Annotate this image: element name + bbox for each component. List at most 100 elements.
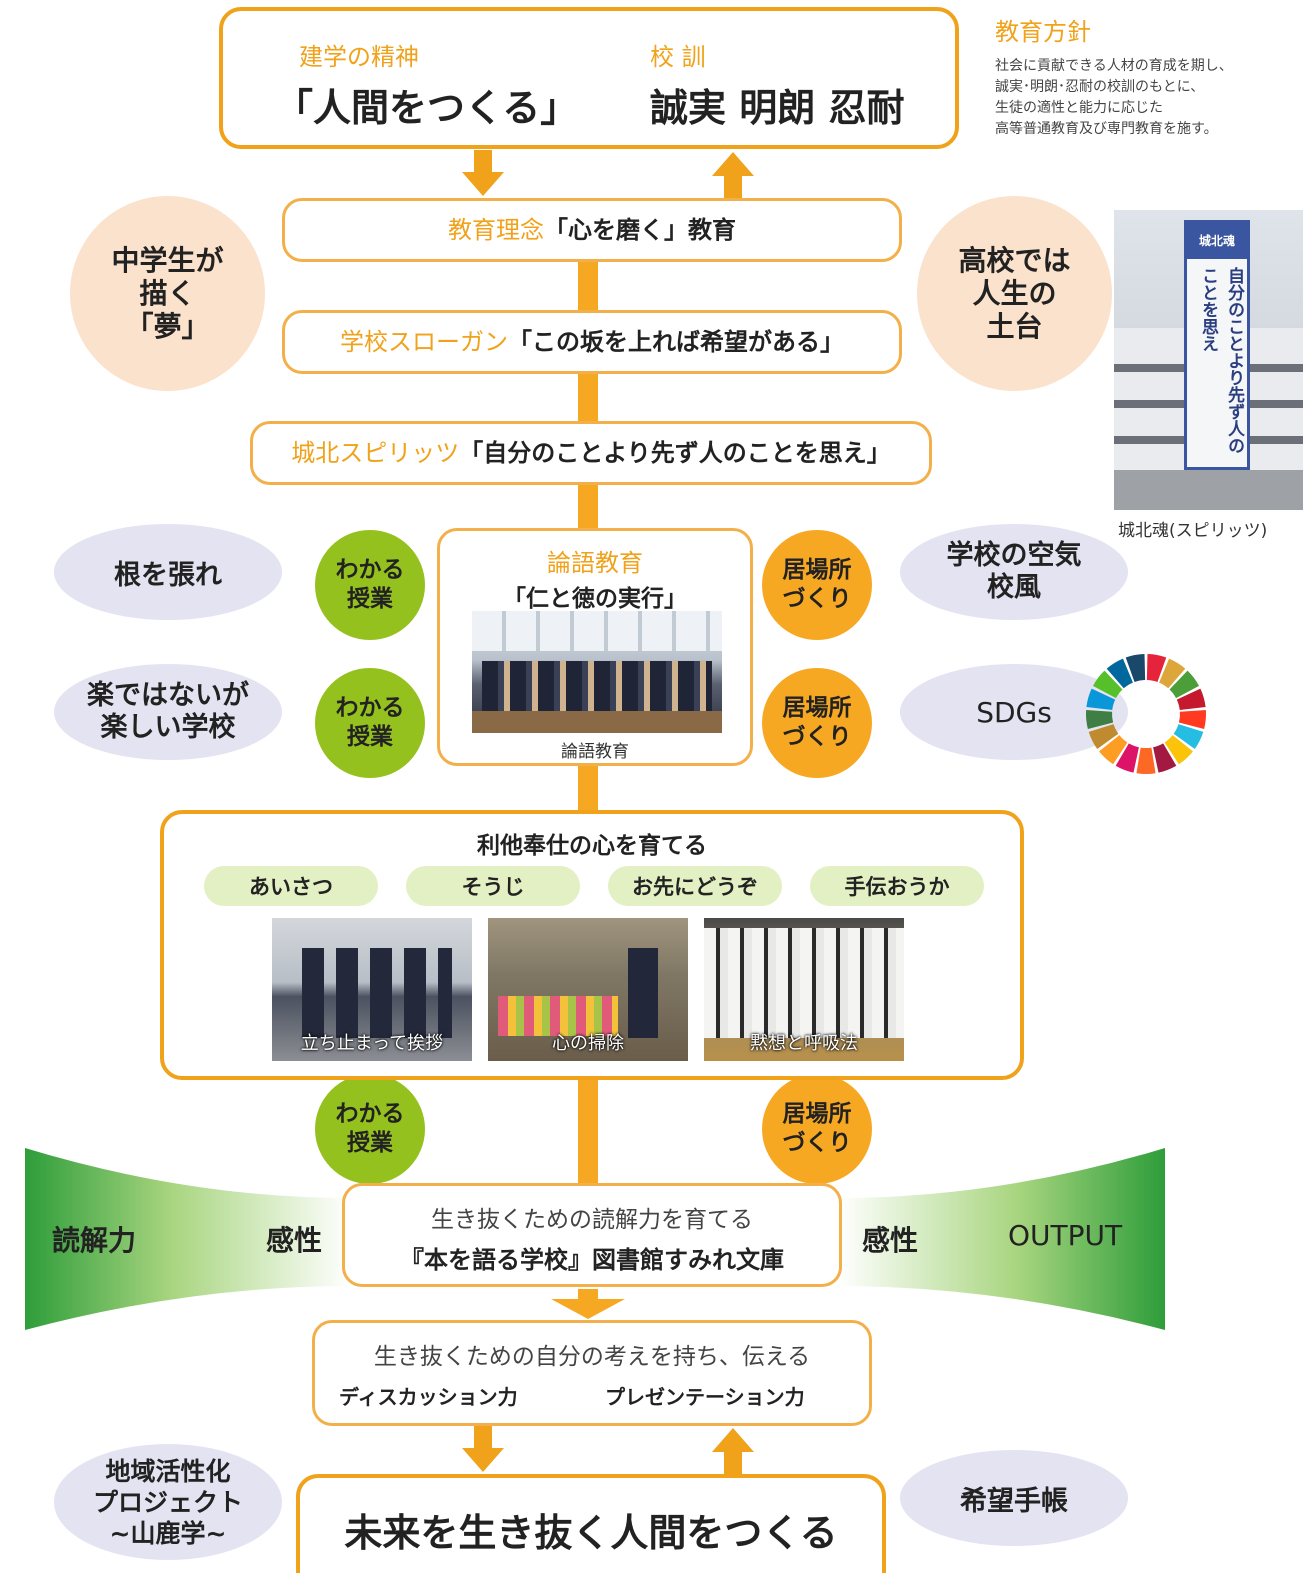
sdgs-segment [1164, 735, 1193, 765]
badge-line: わかる [335, 557, 405, 583]
flow-bar [578, 480, 598, 528]
motto-label: 校 訓 [650, 43, 706, 71]
policy-title: 教育方針 [995, 18, 1091, 46]
badge-line: わかる [335, 695, 405, 721]
dream-line: 描く [139, 277, 196, 310]
rongo-photo-window [472, 611, 722, 651]
spirit-label: 建学の精神 [299, 43, 419, 71]
meditation-photo-rows [704, 928, 904, 1038]
policy-line: 誠実･明朗･忍耐の校訓のもとに、 [995, 79, 1205, 95]
arrow-down-icon [462, 150, 504, 196]
slogan-label: 学校スローガン [340, 328, 508, 356]
community-line: ~山鹿学~ [109, 1518, 227, 1548]
sdgs-segment [1169, 670, 1200, 699]
place-badge: 居場所づくり [762, 1074, 872, 1184]
foundation-line: 高校では [958, 244, 1071, 277]
sdgs-segment [1115, 743, 1139, 773]
badge-line: 居場所 [782, 695, 852, 721]
reading-right-outer: OUTPUT [1008, 1219, 1123, 1252]
ground [1114, 470, 1303, 510]
cleaning-photo: 心の掃除 [488, 918, 688, 1061]
reading-box: 生き抜くための読解力を育てる 『本を語る学校』図書館すみれ文庫 [342, 1183, 842, 1287]
fun-school-line: 楽しい学校 [100, 712, 236, 743]
cleaning-photo-caption: 心の掃除 [552, 1033, 624, 1054]
founding-spirit-box: 建学の精神 「人間をつくる」 校 訓 誠実 明朗 忍耐 [219, 7, 959, 149]
badge-line: づくり [782, 724, 852, 750]
sdgs-segment [1178, 709, 1206, 729]
meditation-photo: 黙想と呼吸法 [704, 918, 904, 1061]
building-photo: 城北魂 自分のことより先ず人のことを思え [1114, 210, 1303, 510]
sdgs-segment [1086, 709, 1114, 729]
flow-bar [578, 255, 598, 315]
sdgs-segment [1159, 658, 1186, 689]
dream-line: 中学生が [111, 244, 224, 277]
greeting-photo: 立ち止まって挨拶 [272, 918, 472, 1061]
rongo-photo [472, 611, 722, 733]
roots-oval: 根を張れ [54, 524, 282, 620]
fun-school-oval: 楽ではないが 楽しい学校 [54, 664, 282, 760]
atmosphere-line: 校風 [987, 572, 1041, 603]
foundation-circle: 高校では 人生の 土台 [917, 196, 1112, 391]
rongo-subtitle: 「仁と徳の実行」 [503, 586, 687, 612]
sdgs-segment [1153, 743, 1177, 773]
sdgs-segment [1106, 658, 1133, 689]
pill-cleaning: そうじ [406, 866, 580, 906]
building-photo-caption: 城北魂(スピリッツ) [1118, 521, 1268, 541]
policy-line: 社会に貢献できる人材の育成を期し、 [995, 58, 1233, 74]
arrow-up-icon [712, 152, 754, 198]
sdgs-segment [1136, 747, 1156, 774]
understand-badge: わかる授業 [315, 1074, 425, 1184]
philosophy-value: 「心を磨く」教育 [544, 216, 736, 244]
sdgs-segment [1099, 735, 1128, 765]
badge-line: 授業 [347, 1130, 393, 1156]
spirits-label: 城北スピリッツ [291, 439, 460, 467]
sign-header: 城北魂 [1187, 223, 1247, 259]
slogan-value: 「この坂を上れば希望がある」 [508, 328, 844, 356]
policy-line: 生徒の適性と能力に応じた [995, 100, 1163, 116]
policy-text: 社会に貢献できる人材の育成を期し、 誠実･明朗･忍耐の校訓のもとに、 生徒の適性… [995, 56, 1233, 140]
dream-circle: 中学生が 描く 「夢」 [70, 196, 265, 391]
atmosphere-oval: 学校の空気 校風 [900, 524, 1128, 620]
goal-text: 未来を生き抜く人間をつくる [344, 1511, 838, 1555]
motto-value: 誠実 明朗 忍耐 [650, 86, 905, 130]
sdgs-segment [1176, 688, 1206, 711]
spirits-value: 「自分のことより先ず人のことを思え」 [459, 439, 891, 467]
sdgs-segment [1173, 724, 1204, 749]
reading-line2: 『本を語る学校』図書館すみれ文庫 [400, 1246, 784, 1274]
philosophy-box: 教育理念「心を磨く」教育 [282, 198, 902, 262]
rongo-caption: 論語教育 [561, 742, 629, 762]
arrow-down-icon [551, 1289, 625, 1319]
reading-left-outer: 読解力 [52, 1224, 137, 1257]
badge-line: 授業 [347, 724, 393, 750]
flow-bar [578, 370, 598, 425]
greeting-photo-people [302, 948, 452, 1038]
sign-board: 城北魂 自分のことより先ず人のことを思え [1184, 220, 1250, 470]
badge-line: 授業 [347, 586, 393, 612]
fun-school-line: 楽ではないが [87, 680, 249, 711]
sdgs-segment [1086, 688, 1116, 711]
policy-line: 高等普通教育及び専門教育を施す。 [995, 121, 1218, 137]
sdgs-text: SDGs [976, 695, 1052, 729]
philosophy-label: 教育理念 [448, 216, 544, 244]
badge-line: づくり [782, 1130, 852, 1156]
badge-line: 居場所 [782, 1101, 852, 1127]
slogan-box: 学校スローガン「この坂を上れば希望がある」 [282, 310, 902, 374]
foundation-line: 土台 [986, 310, 1043, 343]
roots-text: 根を張れ [114, 559, 222, 591]
foundation-line: 人生の [972, 277, 1057, 310]
pill-greeting: あいさつ [204, 866, 378, 906]
badge-line: わかる [335, 1101, 405, 1127]
thinking-skill1: ディスカッション力 [339, 1385, 518, 1409]
flow-bar [578, 1078, 598, 1186]
flow-bar [578, 765, 598, 813]
altruism-box: 利他奉仕の心を育てる あいさつ そうじ お先にどうぞ 手伝おうか 立ち止まって挨… [160, 810, 1024, 1080]
altruism-title: 利他奉仕の心を育てる [477, 833, 707, 859]
rongo-box: 論語教育 「仁と徳の実行」 論語教育 [437, 528, 753, 766]
rongo-title: 論語教育 [547, 549, 643, 577]
understand-badge: わかる授業 [315, 668, 425, 778]
place-badge: 居場所づくり [762, 530, 872, 640]
sdgs-segment [1125, 654, 1146, 682]
spirit-value: 「人間をつくる」 [275, 86, 579, 130]
hope-notebook-text: 希望手帳 [960, 1485, 1068, 1517]
atmosphere-line: 学校の空気 [946, 540, 1082, 571]
